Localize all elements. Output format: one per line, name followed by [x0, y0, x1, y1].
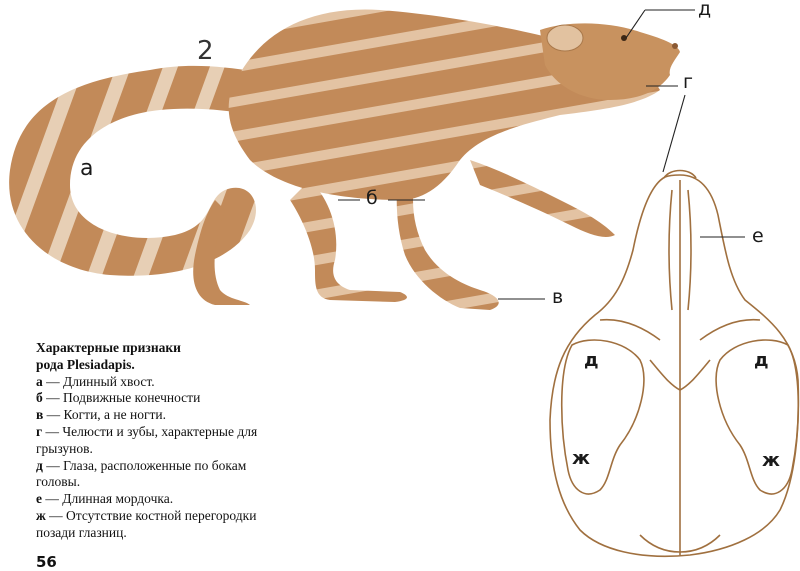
skull-orbit-left: [560, 339, 645, 495]
animal-eye: [621, 35, 627, 41]
caption-item-d: д — Глаза, расположенные по бокам головы…: [36, 458, 286, 492]
caption-key: б: [36, 390, 43, 406]
caption-item-zh: ж — Отсутствие костной перегородки позад…: [36, 508, 286, 542]
label-g: г: [683, 71, 693, 93]
animal-fore-leg: [396, 160, 499, 310]
caption-title-line2: рода Plesiadapis.: [36, 356, 135, 372]
label-a: а: [80, 156, 94, 181]
animal-nose: [672, 43, 678, 49]
page-number: 56: [36, 553, 57, 571]
leader-g-skull: [662, 94, 686, 173]
caption-item-b: б — Подвижные конечности: [36, 390, 286, 407]
animal-hind-leg-rear: [193, 200, 250, 305]
caption-item-a: а — Длинный хвост.: [36, 374, 286, 391]
skull-snout-tip: [663, 169, 697, 179]
label-b: б: [366, 187, 378, 209]
leader-d-animal: [625, 9, 646, 39]
figure-number: 2: [197, 36, 214, 66]
caption-key: г: [36, 423, 43, 439]
caption-item-e: е — Длинная мордочка.: [36, 491, 286, 508]
skull-figure: [549, 169, 800, 558]
skull-nasal-left: [668, 189, 673, 311]
animal-figure: [9, 9, 680, 310]
skull-arch-right: [699, 318, 761, 341]
skull-braincase: [649, 359, 711, 391]
label-d-left: д: [584, 350, 599, 371]
label-d-right: д: [754, 350, 769, 371]
caption-text: — Длинный хвост.: [42, 373, 155, 389]
skull-occipital: [639, 534, 721, 553]
caption-key: д: [36, 457, 43, 473]
caption-key: е: [36, 491, 42, 507]
label-e: е: [752, 225, 764, 247]
caption-title-line1: Характерные признаки: [36, 340, 181, 355]
caption-text: — Челюсти и зубы, характерные для грызун…: [36, 423, 258, 456]
caption-item-g: г — Челюсти и зубы, характерные для грыз…: [36, 424, 286, 458]
caption-key: а: [36, 373, 43, 389]
caption-text: — Подвижные конечности: [42, 390, 201, 406]
caption-item-v: в — Когти, а не ногти.: [36, 407, 286, 424]
caption-text: — Отсутствие костной перегородки позади …: [36, 507, 257, 540]
label-d-animal: д: [698, 0, 712, 20]
label-v: в: [552, 286, 564, 308]
figure-caption: Характерные признаки рода Plesiadapis. а…: [36, 340, 286, 542]
animal-ear: [546, 24, 584, 52]
animal-hind-leg: [290, 180, 407, 302]
skull-arch-left: [599, 318, 661, 341]
animal-fore-leg-front: [470, 160, 615, 237]
label-zh-left: ж: [572, 448, 590, 469]
label-zh-right: ж: [762, 450, 780, 471]
caption-key: ж: [36, 507, 46, 523]
caption-text: — Длинная мордочка.: [42, 491, 174, 507]
skull-nasal-right: [687, 189, 692, 311]
skull-outline: [549, 174, 800, 558]
caption-key: в: [36, 407, 44, 423]
caption-text: — Глаза, расположенные по бокам головы.: [36, 457, 247, 490]
animal-tail: [9, 65, 301, 276]
skull-orbit-right: [715, 339, 800, 495]
caption-text: — Когти, а не ногти.: [43, 407, 167, 423]
